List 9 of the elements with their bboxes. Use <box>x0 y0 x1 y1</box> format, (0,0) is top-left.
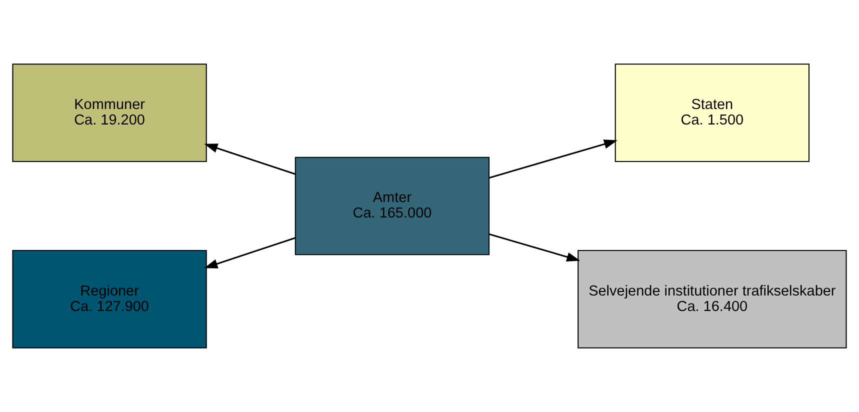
arrow <box>204 237 296 268</box>
node-box: Staten Ca. 1.500 <box>614 64 810 162</box>
node-box: Regioner Ca. 127.900 <box>12 250 207 348</box>
arrow <box>204 144 296 175</box>
node-box: Amter Ca. 165.000 <box>294 156 490 256</box>
arrow <box>488 140 618 179</box>
node-box: Kommuner Ca. 19.200 <box>12 64 207 162</box>
node-box: Selvejende institutioner trafikselskaber Ca. 16.400 <box>578 250 847 348</box>
arrow <box>488 233 580 262</box>
